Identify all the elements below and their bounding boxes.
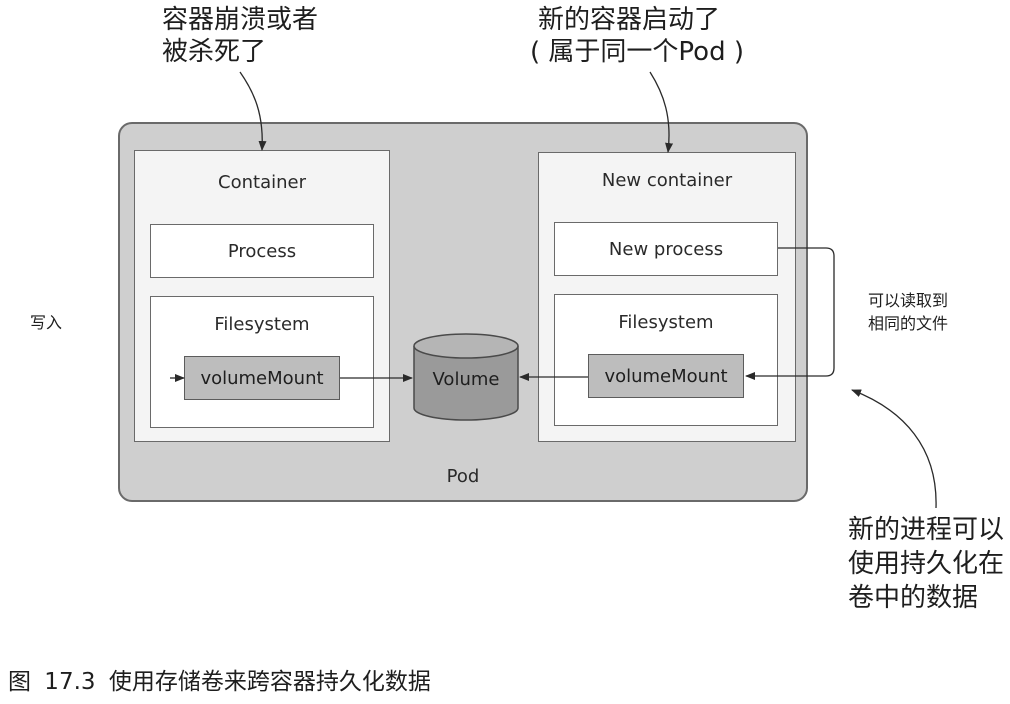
annotation-new-container-started-line2: ( 属于同一个Pod ) [530, 37, 744, 67]
left-volume-mount-label: volumeMount [200, 367, 324, 389]
annotation-reads-line2: 相同的文件 [868, 314, 949, 333]
right-filesystem-label: Filesystem [618, 312, 714, 333]
reads-loop-arrow [745, 247, 835, 380]
volume-cylinder [413, 333, 519, 421]
annotation-persist-line2: 使用持久化在 [848, 549, 1005, 579]
right-process-box: New process [554, 222, 778, 276]
annotation-persist-line1: 新的进程可以 [848, 515, 1005, 545]
right-container-title: New container [601, 170, 733, 191]
callout-arrow-crashed [239, 71, 267, 151]
figure-caption: 图 17.3 使用存储卷来跨容器持久化数据 [8, 669, 431, 695]
right-process-label: New process [608, 238, 724, 260]
volume-label: Volume [432, 368, 500, 390]
right-volume-mount-box: volumeMount [588, 354, 744, 398]
annotation-reads-line1: 可以读取到 [868, 291, 949, 310]
left-filesystem-label: Filesystem [214, 314, 310, 335]
left-process-label: Process [227, 240, 297, 262]
left-process-box: Process [150, 224, 374, 278]
left-volume-mount-box: volumeMount [184, 356, 340, 400]
right-volume-mount-label: volumeMount [604, 365, 728, 387]
annotation-writes: 写入 [30, 313, 63, 332]
left-container-title: Container [218, 172, 306, 193]
pod-label: Pod [446, 466, 480, 487]
annotation-persist-line3: 卷中的数据 [848, 583, 979, 613]
annotation-container-crashed-line1: 容器崩溃或者 [162, 5, 319, 35]
annotation-new-container-started-line1: 新的容器启动了 [538, 5, 721, 35]
callout-arrow-new-container [649, 71, 674, 153]
annotation-container-crashed-line2: 被杀死了 [162, 37, 267, 67]
callout-arrow-persist [851, 389, 937, 509]
